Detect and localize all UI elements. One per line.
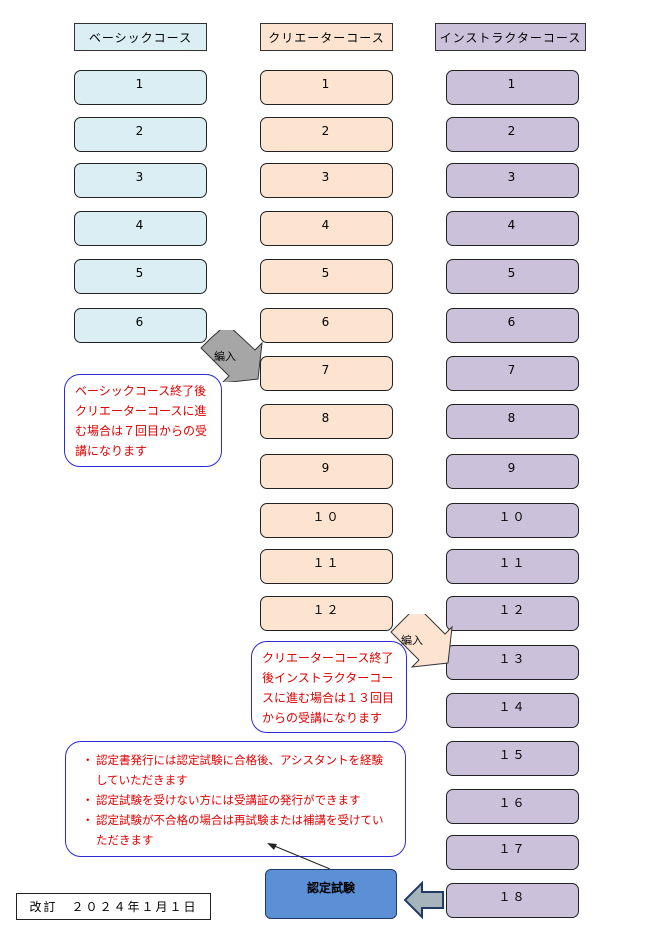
lesson-box: １６ [446,789,579,824]
lesson-box: 6 [446,308,579,343]
note-line: クリエーターコースに進 [75,404,207,418]
transfer-arrow-icon [200,330,263,382]
lesson-box: １１ [446,549,579,584]
creator-course-header: クリエーターコース [260,23,393,51]
list-item: 認定試験が不合格の場合は再試験または補講を受けていただきます [82,810,393,850]
lesson-box: 3 [446,163,579,198]
lesson-box: １１ [260,549,393,584]
note-line: 講になります [75,444,148,458]
lesson-box: 2 [446,117,579,152]
lesson-box: 6 [260,308,393,343]
note-line: 後インストラクターコー [262,671,394,685]
creator-transfer-note: クリエーターコース終了 後インストラクターコー スに進む場合は１３回目 からの受… [251,641,407,733]
pointer-arrow-icon [267,843,331,870]
lesson-box: 7 [260,356,393,391]
lesson-box: １２ [446,596,579,631]
transfer-label: 編入 [401,634,423,647]
transfer-arrow-icon [390,614,453,668]
certification-list: 認定書発行には認定試験に合格後、アシスタントを経験していただきます 認定試験を受… [82,750,393,850]
lesson-box: １４ [446,693,579,728]
lesson-box: 1 [446,70,579,105]
lesson-box: 5 [260,259,393,294]
transfer-label: 編入 [214,350,236,363]
certification-exam-box: 認定試験 [265,869,397,919]
lesson-box: 7 [446,356,579,391]
lesson-box: １０ [260,503,393,538]
lesson-box: 9 [446,454,579,489]
lesson-box: 5 [446,259,579,294]
lesson-box: 4 [446,211,579,246]
lesson-box: 6 [74,308,207,343]
list-item: 認定試験を受けない方には受講証の発行ができます [82,790,393,810]
lesson-box: 8 [260,404,393,439]
lesson-box: 5 [74,259,207,294]
lesson-box: 9 [260,454,393,489]
left-arrow-icon [403,880,444,920]
note-line: ベーシックコース終了後 [75,384,207,398]
note-line: クリエーターコース終了 [262,651,394,665]
lesson-box: １０ [446,503,579,538]
basic-course-header: ベーシックコース [74,23,207,51]
lesson-box: １２ [260,596,393,631]
lesson-box: 3 [74,163,207,198]
lesson-box: １７ [446,835,579,870]
lesson-box: １５ [446,741,579,776]
lesson-box: 4 [74,211,207,246]
basic-transfer-note: ベーシックコース終了後 クリエーターコースに進 む場合は７回目からの受 講になり… [64,374,222,467]
lesson-box: 1 [260,70,393,105]
note-line: スに進む場合は１３回目 [262,691,395,705]
lesson-box: １８ [446,883,579,918]
lesson-box: 8 [446,404,579,439]
lesson-box: 4 [260,211,393,246]
note-line: からの受講になります [262,711,383,725]
lesson-box: １３ [446,645,579,680]
note-line: む場合は７回目からの受 [75,424,208,438]
certification-note: 認定書発行には認定試験に合格後、アシスタントを経験していただきます 認定試験を受… [65,741,406,857]
lesson-box: 3 [260,163,393,198]
instructor-course-header: インストラクターコース [435,23,586,51]
lesson-box: 2 [74,117,207,152]
lesson-box: 2 [260,117,393,152]
list-item: 認定書発行には認定試験に合格後、アシスタントを経験していただきます [82,750,393,790]
revision-date: 改訂 ２０２４年１月１日 [16,893,211,920]
lesson-box: 1 [74,70,207,105]
